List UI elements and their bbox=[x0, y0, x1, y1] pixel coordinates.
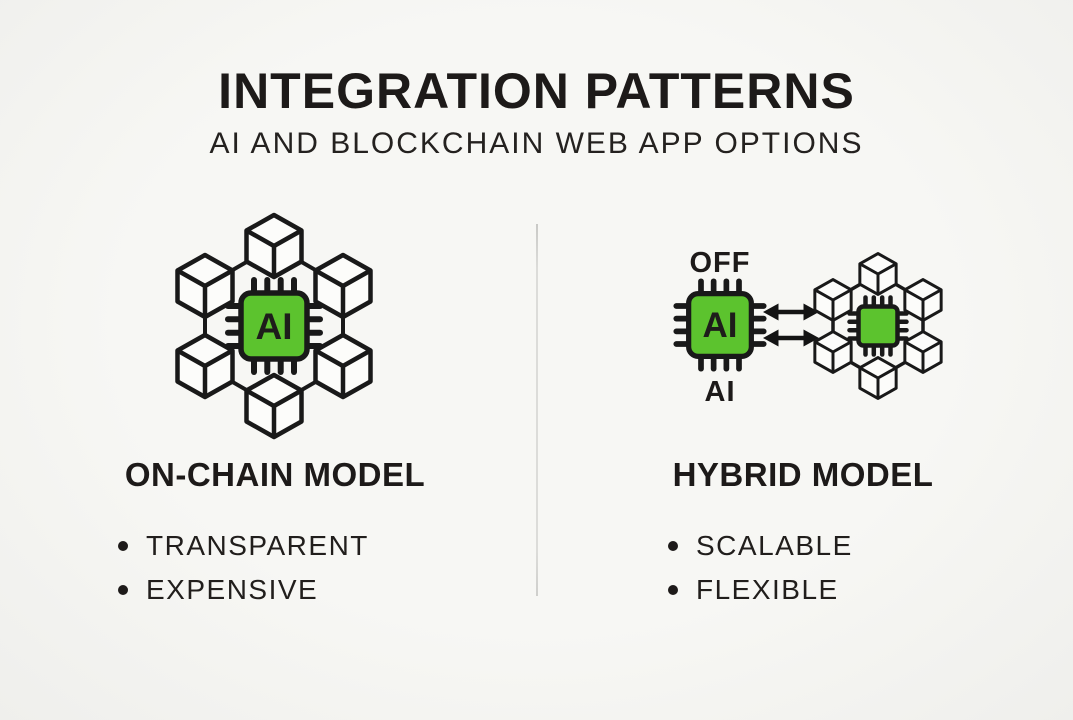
blockchain-cube-icon bbox=[178, 255, 233, 317]
list-item: EXPENSIVE bbox=[118, 573, 369, 606]
blockchain-cube-icon bbox=[903, 330, 943, 374]
page-title: INTEGRATION PATTERNS bbox=[218, 63, 855, 119]
vertical-divider bbox=[536, 224, 538, 596]
bullet-dot-icon bbox=[668, 540, 678, 551]
blockchain-cube-icon bbox=[858, 252, 898, 296]
on-chain-network-icon: AI bbox=[159, 221, 415, 437]
bullet-dot-icon bbox=[668, 584, 678, 595]
list-item: FLEXIBLE bbox=[668, 573, 853, 606]
on-chain-model-heading: ON-CHAIN MODEL bbox=[124, 456, 426, 493]
ai-chip-label: AI bbox=[256, 306, 293, 347]
blockchain-cube-icon bbox=[813, 278, 853, 322]
blockchain-cube-icon bbox=[178, 335, 233, 397]
hybrid-model-icon: OFF AI AI bbox=[650, 247, 943, 408]
hybrid-bullet-list: SCALABLE FLEXIBLE bbox=[668, 529, 853, 606]
off-label: OFF bbox=[690, 247, 751, 279]
blockchain-cube-icon bbox=[903, 278, 943, 322]
list-item: SCALABLE bbox=[668, 529, 853, 562]
bullet-dot-icon bbox=[118, 584, 128, 595]
hybrid-model-heading: HYBRID MODEL bbox=[672, 456, 934, 493]
double-arrow-icon bbox=[763, 303, 819, 321]
bullet-label: SCALABLE bbox=[696, 529, 853, 561]
blockchain-cube-icon bbox=[247, 215, 302, 277]
bullet-label: EXPENSIVE bbox=[146, 573, 319, 605]
blockchain-cube-icon bbox=[316, 335, 371, 397]
ai-label: AI bbox=[705, 376, 736, 408]
blockchain-cube-icon bbox=[247, 375, 302, 437]
double-arrow-icon bbox=[763, 329, 819, 347]
ai-chip-label: AI bbox=[703, 306, 738, 345]
blockchain-cube-icon bbox=[813, 330, 853, 374]
bullet-dot-icon bbox=[118, 540, 128, 551]
list-item: TRANSPARENT bbox=[118, 529, 369, 562]
blockchain-cube-icon bbox=[858, 356, 898, 400]
on-chain-chip-icon bbox=[850, 298, 907, 355]
bullet-label: FLEXIBLE bbox=[696, 573, 839, 605]
page-subtitle: AI AND BLOCKCHAIN WEB APP OPTIONS bbox=[209, 127, 864, 160]
bullet-label: TRANSPARENT bbox=[146, 529, 369, 561]
blockchain-network-icon bbox=[813, 252, 943, 400]
blockchain-cube-icon bbox=[316, 255, 371, 317]
on-chain-bullet-list: TRANSPARENT EXPENSIVE bbox=[118, 529, 369, 606]
